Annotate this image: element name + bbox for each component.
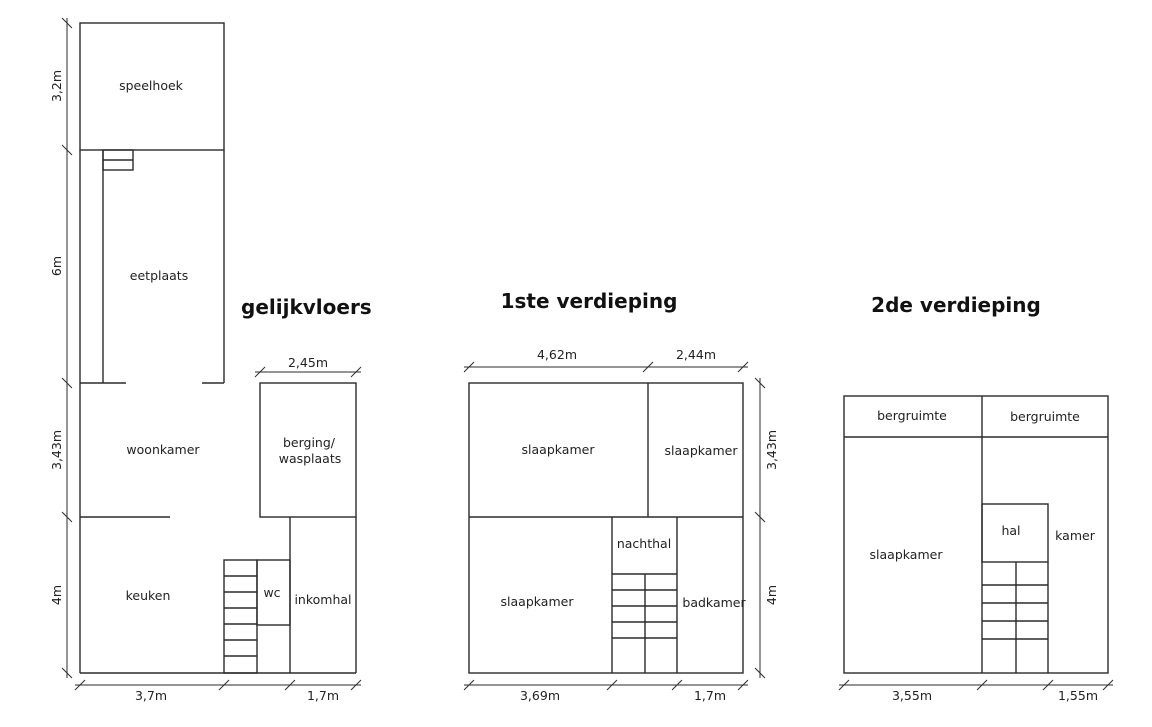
dim-label-first-top-right: 2,44m xyxy=(676,347,716,362)
room-label-hal: hal xyxy=(1001,523,1020,538)
room-label-inkomhal: inkomhal xyxy=(294,592,351,607)
title-gelijkvloers: gelijkvloers xyxy=(241,295,372,319)
dim-label-second-bottom-left: 3,55m xyxy=(892,688,932,703)
stairs-second-floor xyxy=(982,562,1048,673)
room-label-slaapkamer-3: slaapkamer xyxy=(501,594,575,609)
stairs-first-floor xyxy=(612,573,677,673)
second-floor-walls xyxy=(843,395,1109,674)
second-floor-outline xyxy=(843,395,1109,674)
dim-label-ground-bottom-right: 1,7m xyxy=(307,688,339,703)
room-label-slaapkamer-top: slaapkamer xyxy=(870,547,944,562)
dim-label-first-bottom-right: 1,7m xyxy=(694,688,726,703)
dim-label-woonkamer-height: 3,43m xyxy=(49,430,64,470)
room-label-bergruimte-1: bergruimte xyxy=(877,408,947,423)
room-label-wc: wc xyxy=(263,585,280,600)
room-label-keuken: keuken xyxy=(126,588,171,603)
hal-room xyxy=(981,503,1049,563)
dim-label-keuken-height: 4m xyxy=(49,585,64,605)
dim-label-first-right-upper: 3,43m xyxy=(764,430,779,470)
berging-room xyxy=(259,382,357,518)
first-floor-dimensions xyxy=(463,361,766,691)
second-floor-dimensions xyxy=(838,679,1114,691)
dim-label-eetplaats-height: 6m xyxy=(49,256,64,276)
dim-label-ground-bottom-left: 3,7m xyxy=(135,688,167,703)
room-label-slaapkamer-1: slaapkamer xyxy=(522,442,596,457)
wc-room xyxy=(256,559,291,626)
second-floor-plan: bergruimte bergruimte slaapkamer hal kam… xyxy=(838,293,1114,703)
first-floor-outline xyxy=(468,382,744,674)
room-label-slaapkamer-2: slaapkamer xyxy=(665,443,739,458)
first-floor-walls xyxy=(468,382,744,674)
room-label-kamer: kamer xyxy=(1055,528,1096,543)
room-label-woonkamer: woonkamer xyxy=(126,442,200,457)
room-label-speelhoek: speelhoek xyxy=(119,78,184,93)
title-2de-verdieping: 2de verdieping xyxy=(871,293,1041,317)
dim-label-berging-width: 2,45m xyxy=(288,355,328,370)
title-1ste-verdieping: 1ste verdieping xyxy=(501,289,678,313)
ground-floor-walls xyxy=(79,22,357,674)
speelhoek-room xyxy=(79,22,225,151)
room-label-badkamer: badkamer xyxy=(682,595,746,610)
room-label-bergruimte-2: bergruimte xyxy=(1010,409,1080,424)
room-label-berging-line2: wasplaats xyxy=(279,451,342,466)
ground-floor-plan: speelhoek eetplaats woonkamer keuken ber… xyxy=(49,17,372,703)
room-label-nachthal: nachthal xyxy=(617,536,671,551)
dim-label-first-right-lower: 4m xyxy=(764,585,779,605)
room-label-eetplaats: eetplaats xyxy=(130,268,188,283)
dim-label-first-bottom-left: 3,69m xyxy=(520,688,560,703)
ground-floor-dimensions xyxy=(61,17,362,691)
dim-label-second-bottom-right: 1,55m xyxy=(1058,688,1098,703)
room-label-berging-line1: berging/ xyxy=(283,435,336,450)
first-floor-plan: slaapkamer slaapkamer slaapkamer nachtha… xyxy=(463,289,779,703)
dim-label-speelhoek-height: 3,2m xyxy=(49,70,64,102)
dim-label-first-top-left: 4,62m xyxy=(537,347,577,362)
